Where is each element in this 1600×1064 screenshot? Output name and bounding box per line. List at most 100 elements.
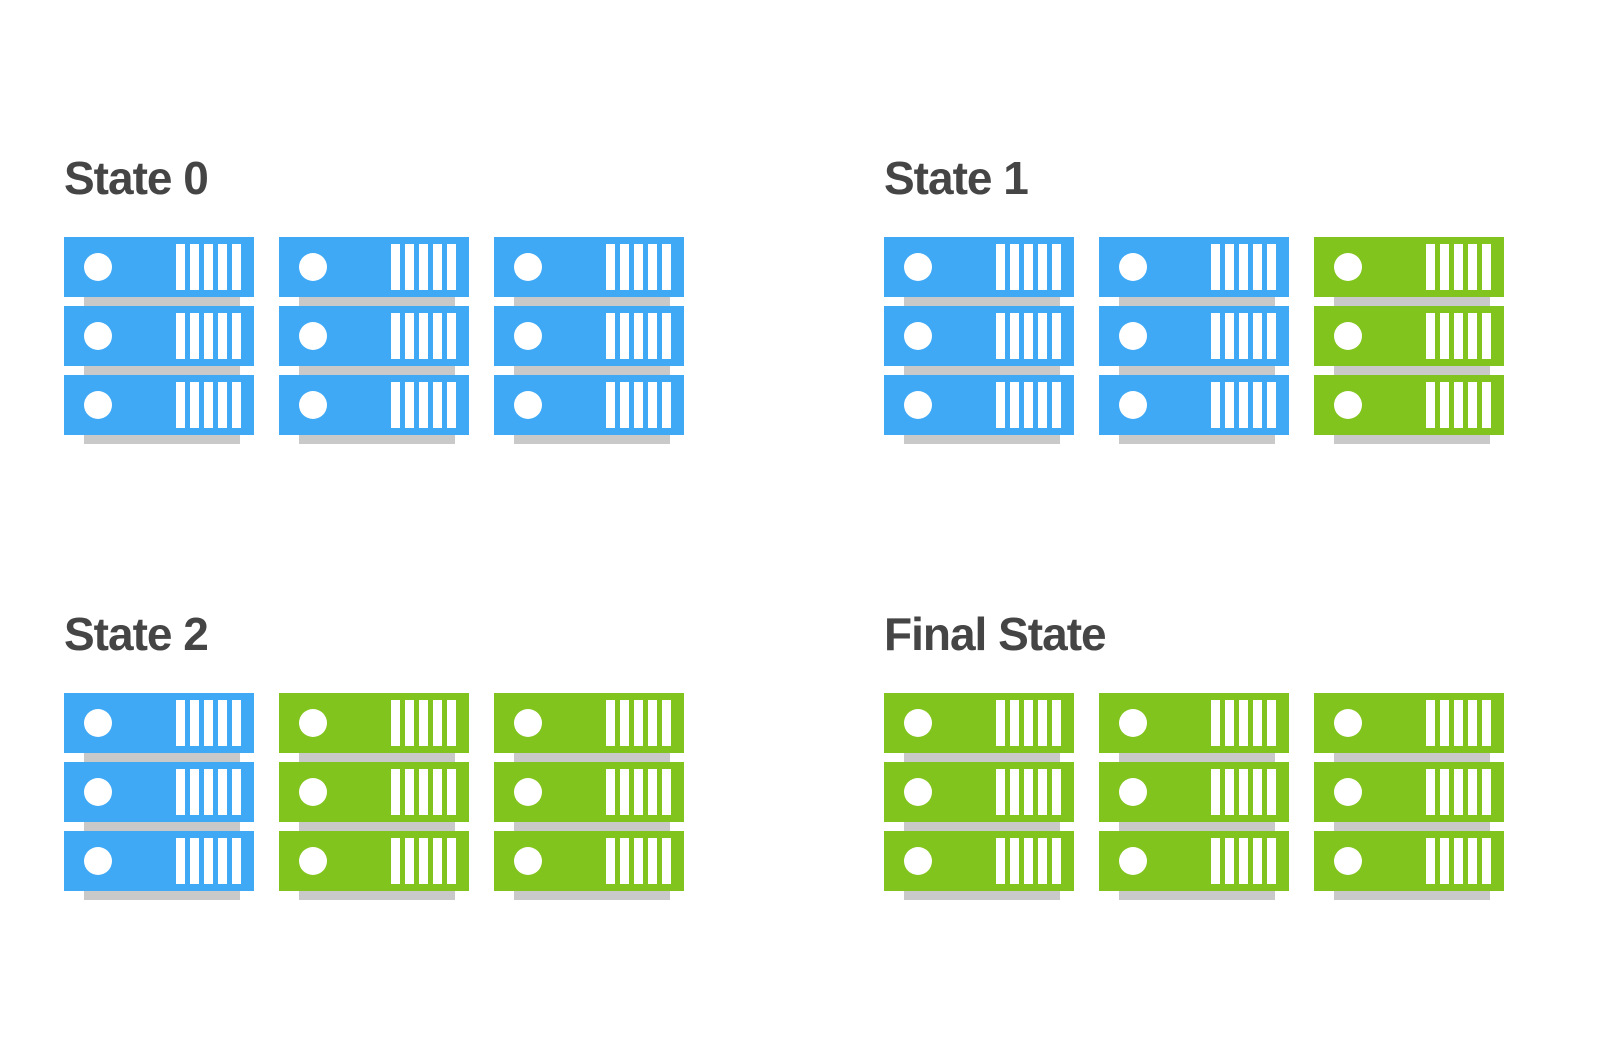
server-unit — [494, 375, 684, 444]
vent-bar-icon — [1038, 700, 1047, 746]
vent-bar-icon — [1010, 382, 1019, 428]
power-led-icon — [904, 847, 932, 875]
server-rack-green — [1314, 693, 1504, 900]
server-shadow — [1119, 366, 1275, 375]
vent-bar-icon — [1211, 700, 1220, 746]
vent-bar-icon — [1482, 244, 1491, 290]
vent-bar-icon — [1468, 244, 1477, 290]
rack-row — [64, 693, 724, 900]
server-green — [1314, 306, 1504, 366]
server-shadow — [299, 822, 455, 831]
server-unit — [279, 693, 469, 762]
server-green — [279, 831, 469, 891]
server-shadow — [1334, 891, 1490, 900]
server-unit — [884, 831, 1074, 900]
vent-bar-icon — [606, 700, 615, 746]
vent-bar-icon — [1440, 838, 1449, 884]
vent-bar-icon — [190, 244, 199, 290]
server-unit — [1099, 306, 1289, 375]
power-led-icon — [514, 847, 542, 875]
server-shadow — [514, 366, 670, 375]
rack-row — [64, 237, 724, 444]
vent-bar-icon — [1267, 244, 1276, 290]
vent-bar-icon — [1038, 244, 1047, 290]
power-led-icon — [514, 322, 542, 350]
vent-slots-icon — [391, 244, 456, 290]
vent-bar-icon — [1052, 244, 1061, 290]
vent-bar-icon — [1267, 838, 1276, 884]
server-shadow — [1119, 297, 1275, 306]
vent-bar-icon — [996, 313, 1005, 359]
power-led-icon — [904, 391, 932, 419]
vent-bar-icon — [1038, 313, 1047, 359]
vent-slots-icon — [1211, 382, 1276, 428]
vent-bar-icon — [1225, 244, 1234, 290]
vent-slots-icon — [996, 838, 1061, 884]
vent-bar-icon — [1052, 382, 1061, 428]
server-green — [884, 762, 1074, 822]
server-rack-green — [494, 693, 684, 900]
vent-bar-icon — [405, 769, 414, 815]
vent-bar-icon — [433, 700, 442, 746]
vent-slots-icon — [176, 769, 241, 815]
vent-bar-icon — [1426, 382, 1435, 428]
vent-bar-icon — [1426, 700, 1435, 746]
power-led-icon — [904, 709, 932, 737]
vent-bar-icon — [1253, 700, 1262, 746]
server-unit — [884, 237, 1074, 306]
vent-slots-icon — [1211, 700, 1276, 746]
vent-bar-icon — [996, 700, 1005, 746]
server-green — [494, 762, 684, 822]
server-green — [279, 693, 469, 753]
server-unit — [64, 693, 254, 762]
vent-bar-icon — [1253, 769, 1262, 815]
vent-bar-icon — [1211, 838, 1220, 884]
vent-bar-icon — [176, 313, 185, 359]
vent-bar-icon — [232, 313, 241, 359]
vent-bar-icon — [1468, 382, 1477, 428]
vent-bar-icon — [634, 244, 643, 290]
server-green — [1099, 693, 1289, 753]
server-unit — [279, 306, 469, 375]
vent-bar-icon — [1010, 769, 1019, 815]
power-led-icon — [1334, 778, 1362, 806]
vent-bar-icon — [1426, 244, 1435, 290]
vent-bar-icon — [218, 769, 227, 815]
rack-row — [884, 693, 1544, 900]
server-shadow — [84, 891, 240, 900]
vent-bar-icon — [1468, 838, 1477, 884]
server-rack-green — [279, 693, 469, 900]
power-led-icon — [514, 709, 542, 737]
vent-bar-icon — [204, 700, 213, 746]
vent-bar-icon — [662, 382, 671, 428]
vent-bar-icon — [606, 382, 615, 428]
server-blue — [279, 237, 469, 297]
vent-bar-icon — [1454, 244, 1463, 290]
vent-bar-icon — [232, 382, 241, 428]
server-blue — [884, 306, 1074, 366]
server-unit — [279, 237, 469, 306]
server-rack-blue — [1099, 237, 1289, 444]
vent-bar-icon — [620, 313, 629, 359]
server-green — [884, 693, 1074, 753]
vent-bar-icon — [606, 838, 615, 884]
server-unit — [64, 831, 254, 900]
vent-slots-icon — [1211, 769, 1276, 815]
vent-bar-icon — [391, 700, 400, 746]
power-led-icon — [1334, 322, 1362, 350]
vent-bar-icon — [433, 244, 442, 290]
power-led-icon — [904, 778, 932, 806]
state-title: State 1 — [884, 152, 1029, 204]
server-blue — [494, 306, 684, 366]
server-blue — [64, 693, 254, 753]
server-green — [494, 831, 684, 891]
server-shadow — [1119, 753, 1275, 762]
server-shadow — [514, 753, 670, 762]
server-shadow — [514, 435, 670, 444]
power-led-icon — [514, 253, 542, 281]
vent-slots-icon — [1426, 769, 1491, 815]
vent-slots-icon — [606, 700, 671, 746]
server-blue — [494, 375, 684, 435]
server-unit — [884, 762, 1074, 831]
